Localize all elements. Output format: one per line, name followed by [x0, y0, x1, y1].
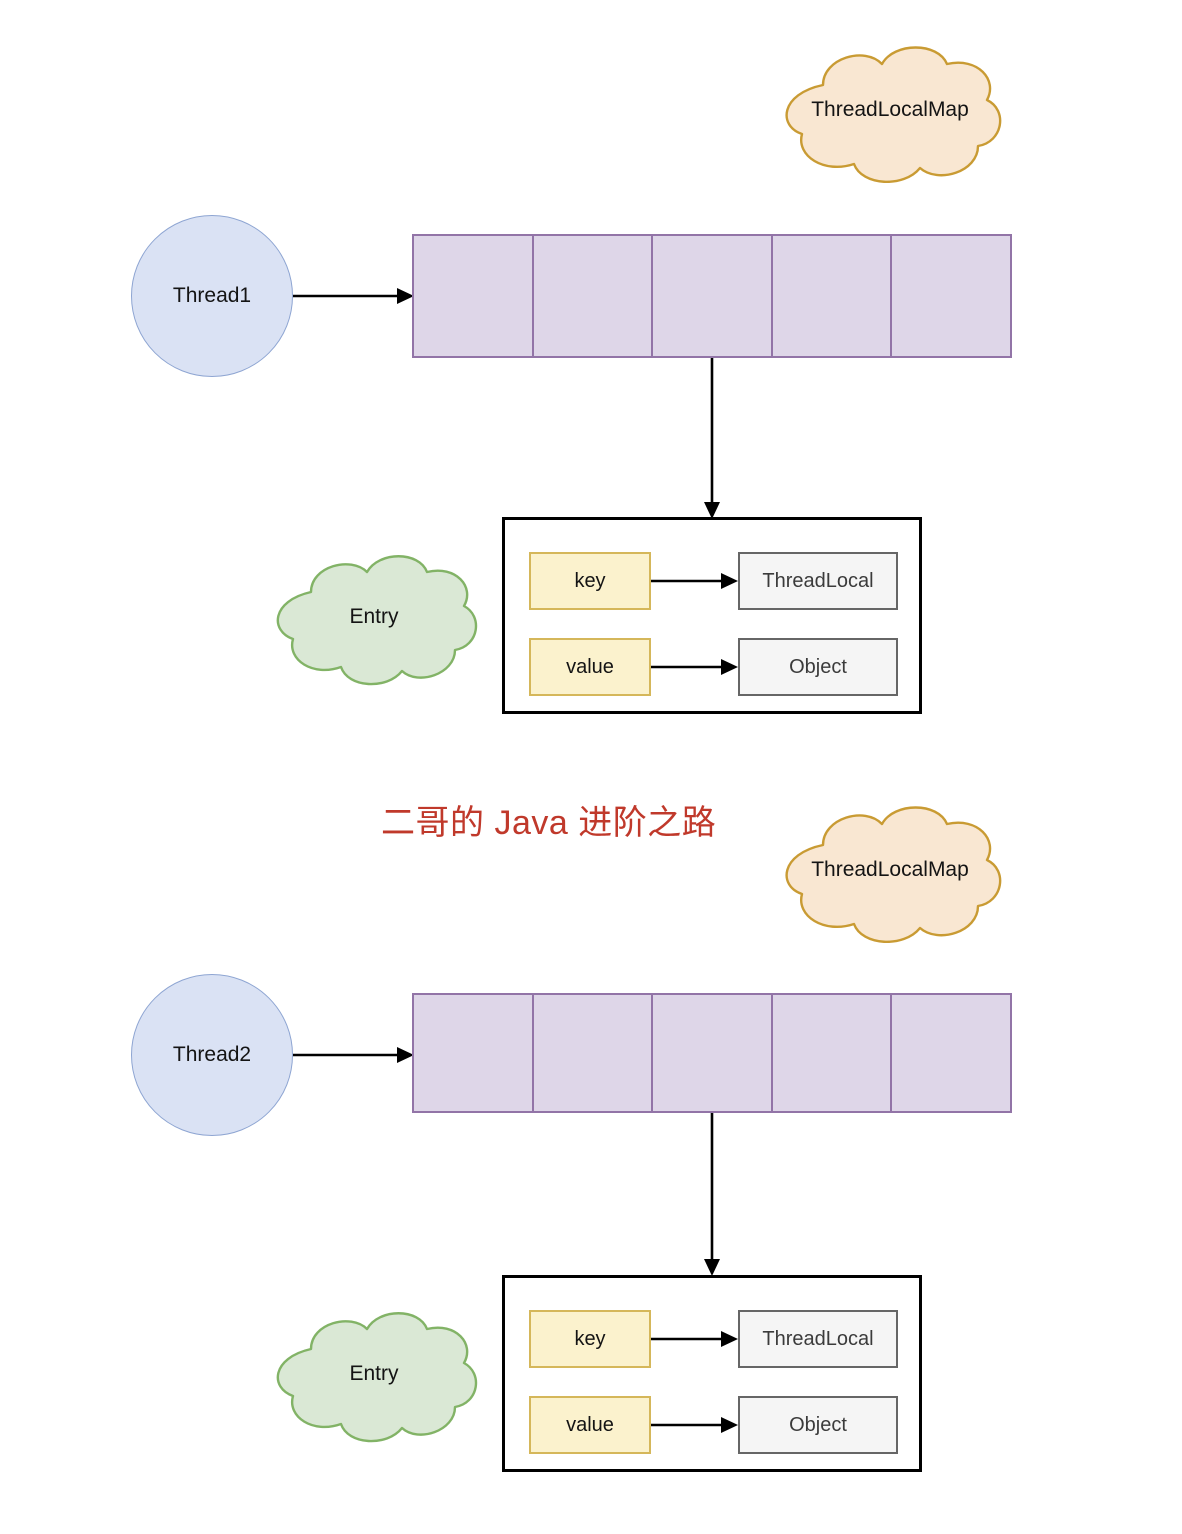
- arrow-table1-to-entry1: [698, 358, 726, 520]
- watermark-text: 二哥的 Java 进阶之路: [381, 804, 717, 842]
- slot-cell[interactable]: [773, 995, 893, 1111]
- entry-cloud-2: Entry: [263, 1305, 485, 1445]
- arrow-right-icon: [651, 573, 738, 589]
- object-target-label-1: Object: [789, 655, 847, 678]
- slot-cell[interactable]: [892, 995, 1010, 1111]
- entry-value-box-2[interactable]: value: [529, 1396, 651, 1454]
- entry-value-label-1: value: [566, 655, 614, 678]
- entry-cloud-2-label: Entry: [349, 1362, 399, 1385]
- entry-box-2: key value ThreadLocal Object: [502, 1275, 922, 1472]
- thread1-circle[interactable]: Thread1: [131, 215, 293, 377]
- entry-value-label-2: value: [566, 1413, 614, 1436]
- cloud-shape-icon: [276, 555, 478, 686]
- thread2-label: Thread2: [172, 1043, 252, 1066]
- slot-cell[interactable]: [534, 995, 654, 1111]
- arrow-thread2-to-table: [293, 1039, 415, 1071]
- object-target-label-2: Object: [789, 1413, 847, 1436]
- entry-box-1: key value ThreadLocal Object: [502, 517, 922, 714]
- arrow-value-to-object-1: [651, 651, 739, 683]
- object-target-box-2[interactable]: Object: [738, 1396, 898, 1454]
- slot-cell[interactable]: [892, 236, 1010, 356]
- threadlocal-target-label-1: ThreadLocal: [762, 569, 874, 592]
- thread2-circle[interactable]: Thread2: [131, 974, 293, 1136]
- threadlocal-target-label-2: ThreadLocal: [762, 1327, 874, 1350]
- threadlocalmap-cloud-1-label: ThreadLocalMap: [811, 98, 969, 121]
- slot-cell[interactable]: [414, 236, 534, 356]
- object-target-box-1[interactable]: Object: [738, 638, 898, 696]
- arrow-value-to-object-2: [651, 1409, 739, 1441]
- cloud-shape-icon: [276, 1312, 478, 1443]
- slot-cell[interactable]: [773, 236, 893, 356]
- threadlocalmap-cloud-2: ThreadLocalMap: [770, 798, 1010, 946]
- arrow-down-icon: [704, 358, 720, 519]
- entry-value-box-1[interactable]: value: [529, 638, 651, 696]
- entry-cloud-1-label: Entry: [349, 605, 399, 628]
- slot-cell[interactable]: [534, 236, 654, 356]
- arrow-right-icon: [293, 1047, 414, 1063]
- threadlocalmap-cloud-2-label: ThreadLocalMap: [811, 858, 969, 881]
- cloud-shape-icon: [785, 46, 1002, 183]
- slot-cell[interactable]: [653, 236, 773, 356]
- arrow-right-icon: [293, 288, 414, 304]
- threadlocal-target-box-1[interactable]: ThreadLocal: [738, 552, 898, 610]
- arrow-thread1-to-table: [293, 280, 415, 312]
- arrow-right-icon: [651, 1417, 738, 1433]
- entry-key-box-1[interactable]: key: [529, 552, 651, 610]
- cloud-shape-icon: [785, 806, 1002, 943]
- entry-key-label-1: key: [574, 569, 606, 592]
- arrow-right-icon: [651, 659, 738, 675]
- arrow-key-to-threadlocal-1: [651, 565, 739, 597]
- slot-cell[interactable]: [414, 995, 534, 1111]
- thread1-label: Thread1: [172, 284, 252, 307]
- arrow-key-to-threadlocal-2: [651, 1323, 739, 1355]
- arrow-down-icon: [704, 1113, 720, 1276]
- threadlocalmap-slot-table-2[interactable]: [412, 993, 1012, 1113]
- entry-key-label-2: key: [574, 1327, 606, 1350]
- threadlocalmap-cloud-1: ThreadLocalMap: [770, 38, 1010, 186]
- threadlocal-target-box-2[interactable]: ThreadLocal: [738, 1310, 898, 1368]
- slot-cell[interactable]: [653, 995, 773, 1111]
- entry-cloud-1: Entry: [263, 548, 485, 688]
- entry-key-box-2[interactable]: key: [529, 1310, 651, 1368]
- arrow-right-icon: [651, 1331, 738, 1347]
- threadlocalmap-slot-table-1[interactable]: [412, 234, 1012, 358]
- arrow-table2-to-entry2: [698, 1113, 726, 1277]
